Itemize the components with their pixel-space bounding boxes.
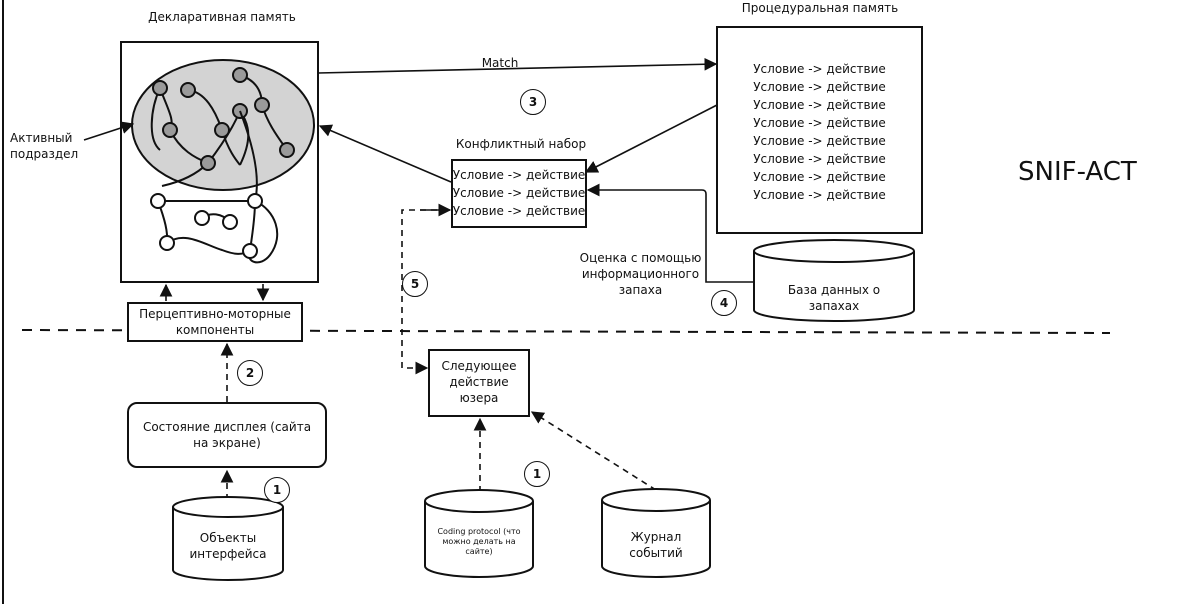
coding-protocol-label: Coding protocol (что можно делать на сай… [437, 527, 521, 556]
next-action-box [428, 349, 530, 417]
procedural-rule-3: Условие -> действие [753, 98, 886, 112]
log-to-next-action-arrow [530, 411, 657, 491]
active-subsection-arrow [83, 121, 135, 141]
conflict-rule-1: Условие -> действие [452, 168, 586, 182]
procedural-rule-4: Условие -> действие [753, 116, 886, 130]
perceptual-motor-box [127, 302, 303, 342]
perceptual-motor-label: Перцептивно-моторные компоненты [139, 307, 291, 337]
procedural-memory-box [716, 26, 923, 234]
conflict-set-box [451, 159, 587, 228]
step-marker-1-center: 1 [524, 461, 550, 487]
conflict-to-declarative-arrow [318, 124, 452, 183]
event-log-label: Журнал событий [629, 530, 683, 560]
display-state-label: Состояние дисплея (сайта на экране) [142, 420, 312, 450]
smell-db-cylinder [753, 239, 915, 322]
next-action-label: Следующее действие юзера [441, 359, 517, 405]
inactive-network-nodes [150, 193, 263, 259]
procedural-rule-7: Условие -> действие [753, 170, 886, 184]
step-marker-5: 5 [402, 271, 428, 297]
conflict-rule-3: Условие -> действие [452, 204, 586, 218]
declarative-memory-title: Декларативная память [148, 10, 296, 24]
diagram-title: SNIF-ACT [1018, 157, 1137, 187]
procedural-rule-6: Условие -> действие [753, 152, 886, 166]
interface-objects-label: Объекты интерфейса [189, 531, 267, 561]
conflict-rule-list: Условие -> действие Условие -> действие … [452, 166, 586, 220]
match-arrow [317, 57, 718, 74]
smell-db-to-conflict-arrow [586, 183, 756, 283]
match-label: Match [481, 56, 519, 70]
procedural-memory-title: Процедуральная память [741, 1, 899, 15]
procedural-rule-8: Условие -> действие [753, 188, 886, 202]
interface-objects-cylinder [172, 496, 284, 581]
event-log-cylinder [601, 488, 711, 578]
coding-protocol-cylinder [424, 489, 534, 578]
smell-db-label: База данных о запахах [787, 283, 881, 313]
display-state-box: Состояние дисплея (сайта на экране) [127, 402, 327, 468]
step-marker-2: 2 [237, 360, 263, 386]
conflict-rule-2: Условие -> действие [452, 186, 586, 200]
procedural-rule-5: Условие -> действие [753, 134, 886, 148]
procedural-to-conflict-arrow [584, 104, 718, 173]
procedural-rule-list: Условие -> действие Условие -> действие … [719, 60, 920, 204]
active-subsection-label: Активный подраздел [10, 131, 79, 161]
scent-eval-label: Оценка с помощью информационного запаха [579, 251, 702, 297]
step-marker-3: 3 [520, 89, 546, 115]
procedural-rule-2: Условие -> действие [753, 80, 886, 94]
step-marker-4: 4 [711, 290, 737, 316]
active-network-nodes [152, 67, 295, 171]
procedural-rule-1: Условие -> действие [753, 62, 886, 76]
step-marker-1-left: 1 [264, 477, 290, 503]
conflict-set-title: Конфликтный набор [455, 137, 587, 151]
